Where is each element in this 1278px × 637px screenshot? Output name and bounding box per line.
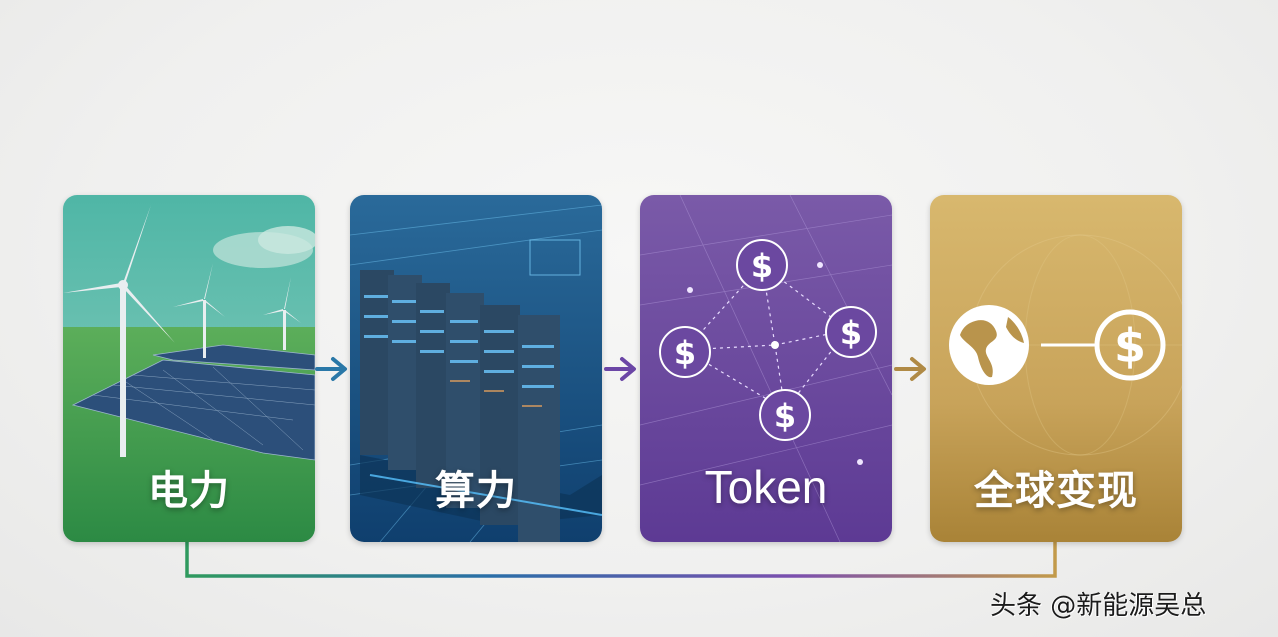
server-racks-illustration <box>350 195 602 542</box>
step-card-token: $ $ $ $ Token <box>640 195 892 542</box>
step-label-token: Token <box>704 461 828 513</box>
token-network-illustration: $ $ $ $ <box>640 195 892 542</box>
svg-text:$: $ <box>840 314 862 352</box>
step-label-monetize: 全球变现 <box>974 468 1138 514</box>
globe-icon <box>949 305 1029 385</box>
step-card-monetize: $ 全球变现 <box>930 195 1182 542</box>
watermark-text: 头条 @新能源吴总 <box>990 591 1207 621</box>
wind-solar-illustration <box>63 195 315 542</box>
step-card-power: 电力 <box>63 195 315 542</box>
svg-text:$: $ <box>674 334 696 372</box>
dollar-coin-icon: $ <box>1094 309 1166 381</box>
dollar-coin-icon: $ <box>736 239 788 291</box>
dollar-coin-icon: $ <box>659 326 711 378</box>
arrow-right-icon <box>604 357 636 381</box>
dollar-coin-icon: $ <box>825 306 877 358</box>
step-label-power: 电力 <box>148 468 230 514</box>
svg-text:$: $ <box>751 247 773 285</box>
step-card-compute: 算力 <box>350 195 602 542</box>
step-label-compute: 算力 <box>435 468 517 514</box>
globe-dollar-illustration: $ <box>930 195 1182 542</box>
svg-text:$: $ <box>1114 319 1146 373</box>
svg-text:$: $ <box>774 397 796 435</box>
dollar-coin-icon: $ <box>759 389 811 441</box>
arrow-right-icon <box>894 357 926 381</box>
arrow-right-icon <box>315 357 347 381</box>
